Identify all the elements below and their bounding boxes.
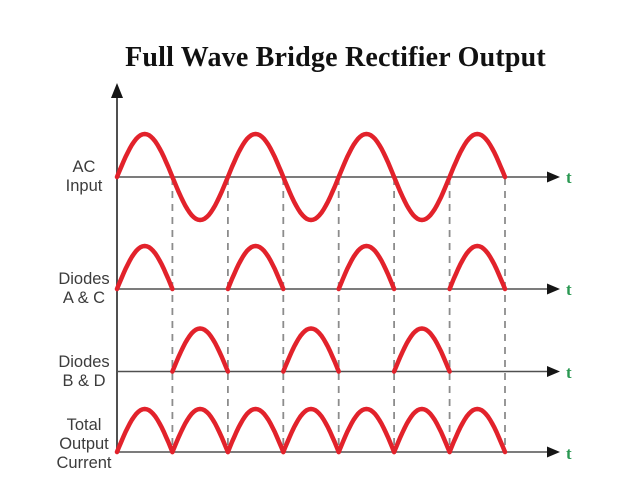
time-axis-label: t — [566, 363, 572, 382]
waveform-pulse-path — [336, 243, 397, 292]
waveform-pulse-path — [281, 406, 341, 455]
waveform-pulse-path — [114, 406, 175, 455]
waveform-pulse-path — [170, 406, 231, 455]
waveform-pulse-path — [225, 406, 286, 455]
row-label-line: Diodes — [58, 270, 110, 288]
row-label-diodes-ac: Diodes A & C — [36, 270, 132, 308]
time-axis-arrowhead-icon — [547, 366, 560, 377]
row-label-line: Total — [66, 416, 102, 434]
row-label-line: A & C — [62, 289, 106, 307]
waveform-pulse-path — [225, 243, 286, 292]
time-axis-label: t — [566, 444, 572, 463]
row-label-line: Current — [56, 454, 112, 472]
waveform-path — [114, 131, 508, 223]
vertical-axis-arrowhead-icon — [111, 83, 123, 98]
time-axis-label: t — [566, 280, 572, 299]
row-label-total-output-current: Total Output Current — [36, 416, 132, 473]
row-label-line: Output — [59, 435, 109, 453]
waveform-pulse-path — [391, 406, 452, 455]
diagram-title: Full Wave Bridge Rectifier Output — [125, 42, 546, 73]
row-label-diodes-bd: Diodes B & D — [36, 353, 132, 391]
row-label-ac-input: AC Input — [36, 158, 132, 196]
time-axis-arrowhead-icon — [547, 283, 560, 295]
time-axis-arrowhead-icon — [547, 171, 560, 183]
waveform-pulse-path — [170, 326, 231, 374]
waveform-pulse-path — [114, 243, 175, 292]
waveform-pulse-path — [447, 406, 508, 455]
row-label-line: Diodes — [58, 353, 110, 371]
row-label-line: Input — [65, 177, 103, 195]
row-label-line: B & D — [62, 372, 106, 390]
time-axis-arrowhead-icon — [547, 446, 560, 458]
row-label-line: AC — [72, 158, 96, 176]
waveform-pulse-path — [447, 243, 508, 292]
waveform-pulse-path — [281, 326, 341, 374]
time-axis-label: t — [566, 168, 572, 187]
waveform-pulse-path — [336, 406, 397, 455]
waveform-pulse-path — [391, 326, 452, 374]
